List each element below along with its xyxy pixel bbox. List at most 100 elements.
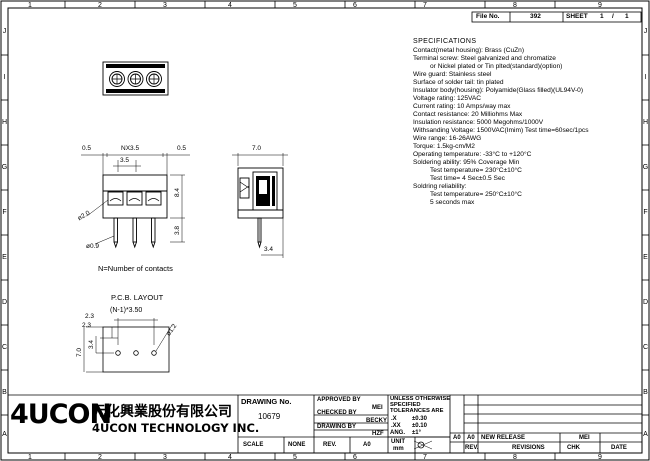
dim-label: 2.3 [82,322,92,329]
revision-description: NEW RELEASE [481,435,526,441]
front-view [81,153,190,249]
row-label: G [2,164,7,171]
col-label: 8 [513,2,517,9]
specification-line: 5 seconds max [430,199,475,207]
specification-line: Current rating: 10 Amps/way max [413,102,511,110]
specification-line: Test temperature= 230°C±10°C [430,167,522,175]
col-label: 5 [293,2,297,9]
pcb-formula: (N-1)*3.50 [110,307,143,314]
dim-label: 2.3 [85,313,95,320]
checked-by-value: BECKY [366,418,388,424]
specification-line: Voltage rating: 125VAC [413,94,482,102]
col-label: 9 [598,2,602,9]
specification-line: Soldering ability: 95% Coverage Min [413,159,520,167]
specification-line: or Nickel plated or Tin plted(standard)(… [430,62,563,70]
drawing-no-value: 10679 [258,412,281,421]
drawing-no-label: DRAWING No. [241,397,292,406]
col-label: 5 [293,454,297,461]
column-ticks [64,1,556,460]
revision-col-b: A0 [467,435,475,441]
specification-line: Terminal screw: Steel galvanized and chr… [413,54,556,62]
col-label: 9 [598,454,602,461]
specification-line: Soldring reliability: [413,183,467,191]
row-label: B [643,389,648,396]
row-label: H [2,119,7,126]
specification-line: Torque: 1.5kg-cm/M2 [413,143,475,151]
row-label: D [643,299,648,306]
tolerance-line: SPECIFIED [390,402,421,408]
approved-by-label: APPROVED BY [317,397,361,403]
tolerance-xx-label: .XX [391,423,401,429]
col-label: 6 [353,454,357,461]
sheet-separator: / [612,13,614,20]
specification-line: Operating temperature: -33°C to +120°C [413,151,532,159]
col-label: 4 [228,454,232,461]
specification-line: Insulation resistance: 5000 Megohms/1000… [413,118,544,126]
col-label: 7 [423,454,427,461]
tolerance-line: UNLESS OTHERWISE [390,396,451,402]
specification-line: Contact resistance: 20 Milliohms Max [413,110,523,118]
file-sheet-box [471,11,642,23]
dim-label: 7.0 [76,347,83,357]
row-label: J [644,28,648,35]
specification-line: Insulator body(housing): Polyamide(Glass… [413,86,584,94]
drawing-by-value: HZF [372,431,384,437]
sheet-total: 1 [625,13,629,20]
col-label: 7 [423,2,427,9]
row-label: H [643,119,648,126]
pcb-layout-title: P.C.B. LAYOUT [111,293,164,302]
row-label: D [2,299,7,306]
approved-by-value: MEI [372,405,383,411]
dim-label: 3.4 [88,339,95,349]
company-name-english: 4UCON TECHNOLOGY INC. [92,421,260,435]
tolerance-ang-value: ±1° [412,430,422,436]
dim-label: 7.0 [252,145,262,152]
col-label: 1 [28,2,32,9]
dim-label: ø0.9 [86,243,100,250]
specification-line: Surface of solder tail: tin plated [413,78,504,86]
unit-label: UNIT [391,439,405,445]
col-label: 4 [228,2,232,9]
col-label: 2 [98,454,102,461]
dim-label: 0.5 [82,145,92,152]
specification-line: Withsanding Voltage: 1500VAC(Imim) Test … [413,127,589,135]
specifications-block: SPECIFICATIONS Contact(metal housing): B… [413,38,589,207]
row-label: I [645,74,647,81]
tolerance-x-label: .X [391,416,397,422]
tolerance-line: TOLERANCES ARE [390,408,444,414]
dim-label: 8.4 [174,187,181,197]
pcb-layout-view [83,318,173,373]
tolerance-xx-value: ±0.10 [412,423,427,429]
company-logo: 4UCON [10,399,112,430]
contacts-note: N=Number of contacts [98,264,173,273]
dim-label: 3.4 [264,246,274,253]
specification-lines: Contact(metal housing): Brass (CuZn)Term… [413,47,589,208]
sheet-label: SHEET [566,13,588,20]
revision-col-a: A0 [453,435,461,441]
col-label: 6 [353,2,357,9]
company-name-chinese: 元化興業股份有限公司 [92,404,232,420]
revision-header-chk: CHK [567,445,580,451]
top-view [102,61,169,96]
col-label: 2 [98,2,102,9]
tolerance-ang-label: ANG. [390,430,405,436]
specification-line: Test temperature= 250°C±10°C [430,191,522,199]
specification-line: Wire guard: Stainless steel [413,70,492,78]
inner-border [7,7,643,454]
rev-label: REV. [323,442,337,448]
col-label: 8 [513,454,517,461]
row-label: E [2,254,7,261]
dim-label: 0.5 [177,145,187,152]
revision-header-rev: REV. [465,445,479,451]
unit-value: mm [393,446,404,452]
scale-value: NONE [288,442,306,448]
rev-value: A0 [363,442,371,448]
title-block-grid [8,394,642,453]
revision-header-date: DATE [611,445,627,451]
col-label: 3 [163,454,167,461]
sheet-value: 1 [600,13,604,20]
row-label: B [2,389,7,396]
row-label: F [643,209,647,216]
